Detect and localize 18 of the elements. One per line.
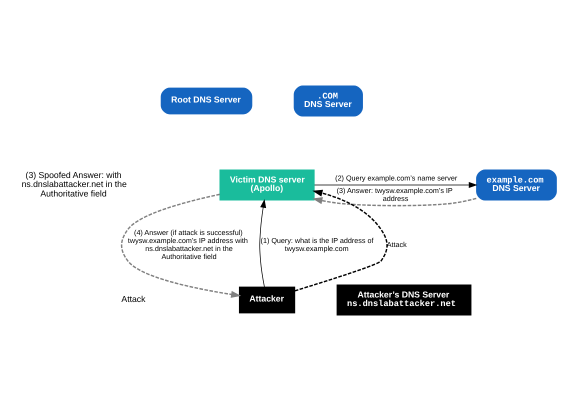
arrow [120, 193, 242, 298]
edge-label: (3) Answer: twysw.example.com’s IP address [336, 185, 453, 202]
arrow [314, 181, 478, 188]
label: (3) Spoofed Answer: with ns.dnslabattacker.net in the Authoritative field [22, 169, 127, 198]
edge-label: (2) Query example.com’s name server [335, 173, 458, 182]
arrow [294, 189, 388, 291]
arrow [312, 196, 476, 206]
label: Attack [121, 294, 146, 304]
node-box: .COM DNS Server [294, 85, 363, 116]
edge-label: (1) Query: what is the IP address of twysw.example.com [260, 236, 374, 252]
node-box: Victim DNS server (Apollo) [219, 169, 315, 200]
edge-label: (4) Answer (if attack is successful) twysw.example.com’s IP address with ns.dnslabattacker.net in the Authoritative field [128, 228, 248, 260]
edge-label: Attack [386, 239, 407, 248]
node-box: Attacker’s DNS Server ns.dnslabattacker.net [336, 284, 472, 315]
node-box: Attacker [238, 286, 296, 313]
arrow [259, 198, 266, 287]
node-box: example.com DNS Server [476, 169, 557, 200]
node-box: Root DNS Server [160, 87, 252, 114]
